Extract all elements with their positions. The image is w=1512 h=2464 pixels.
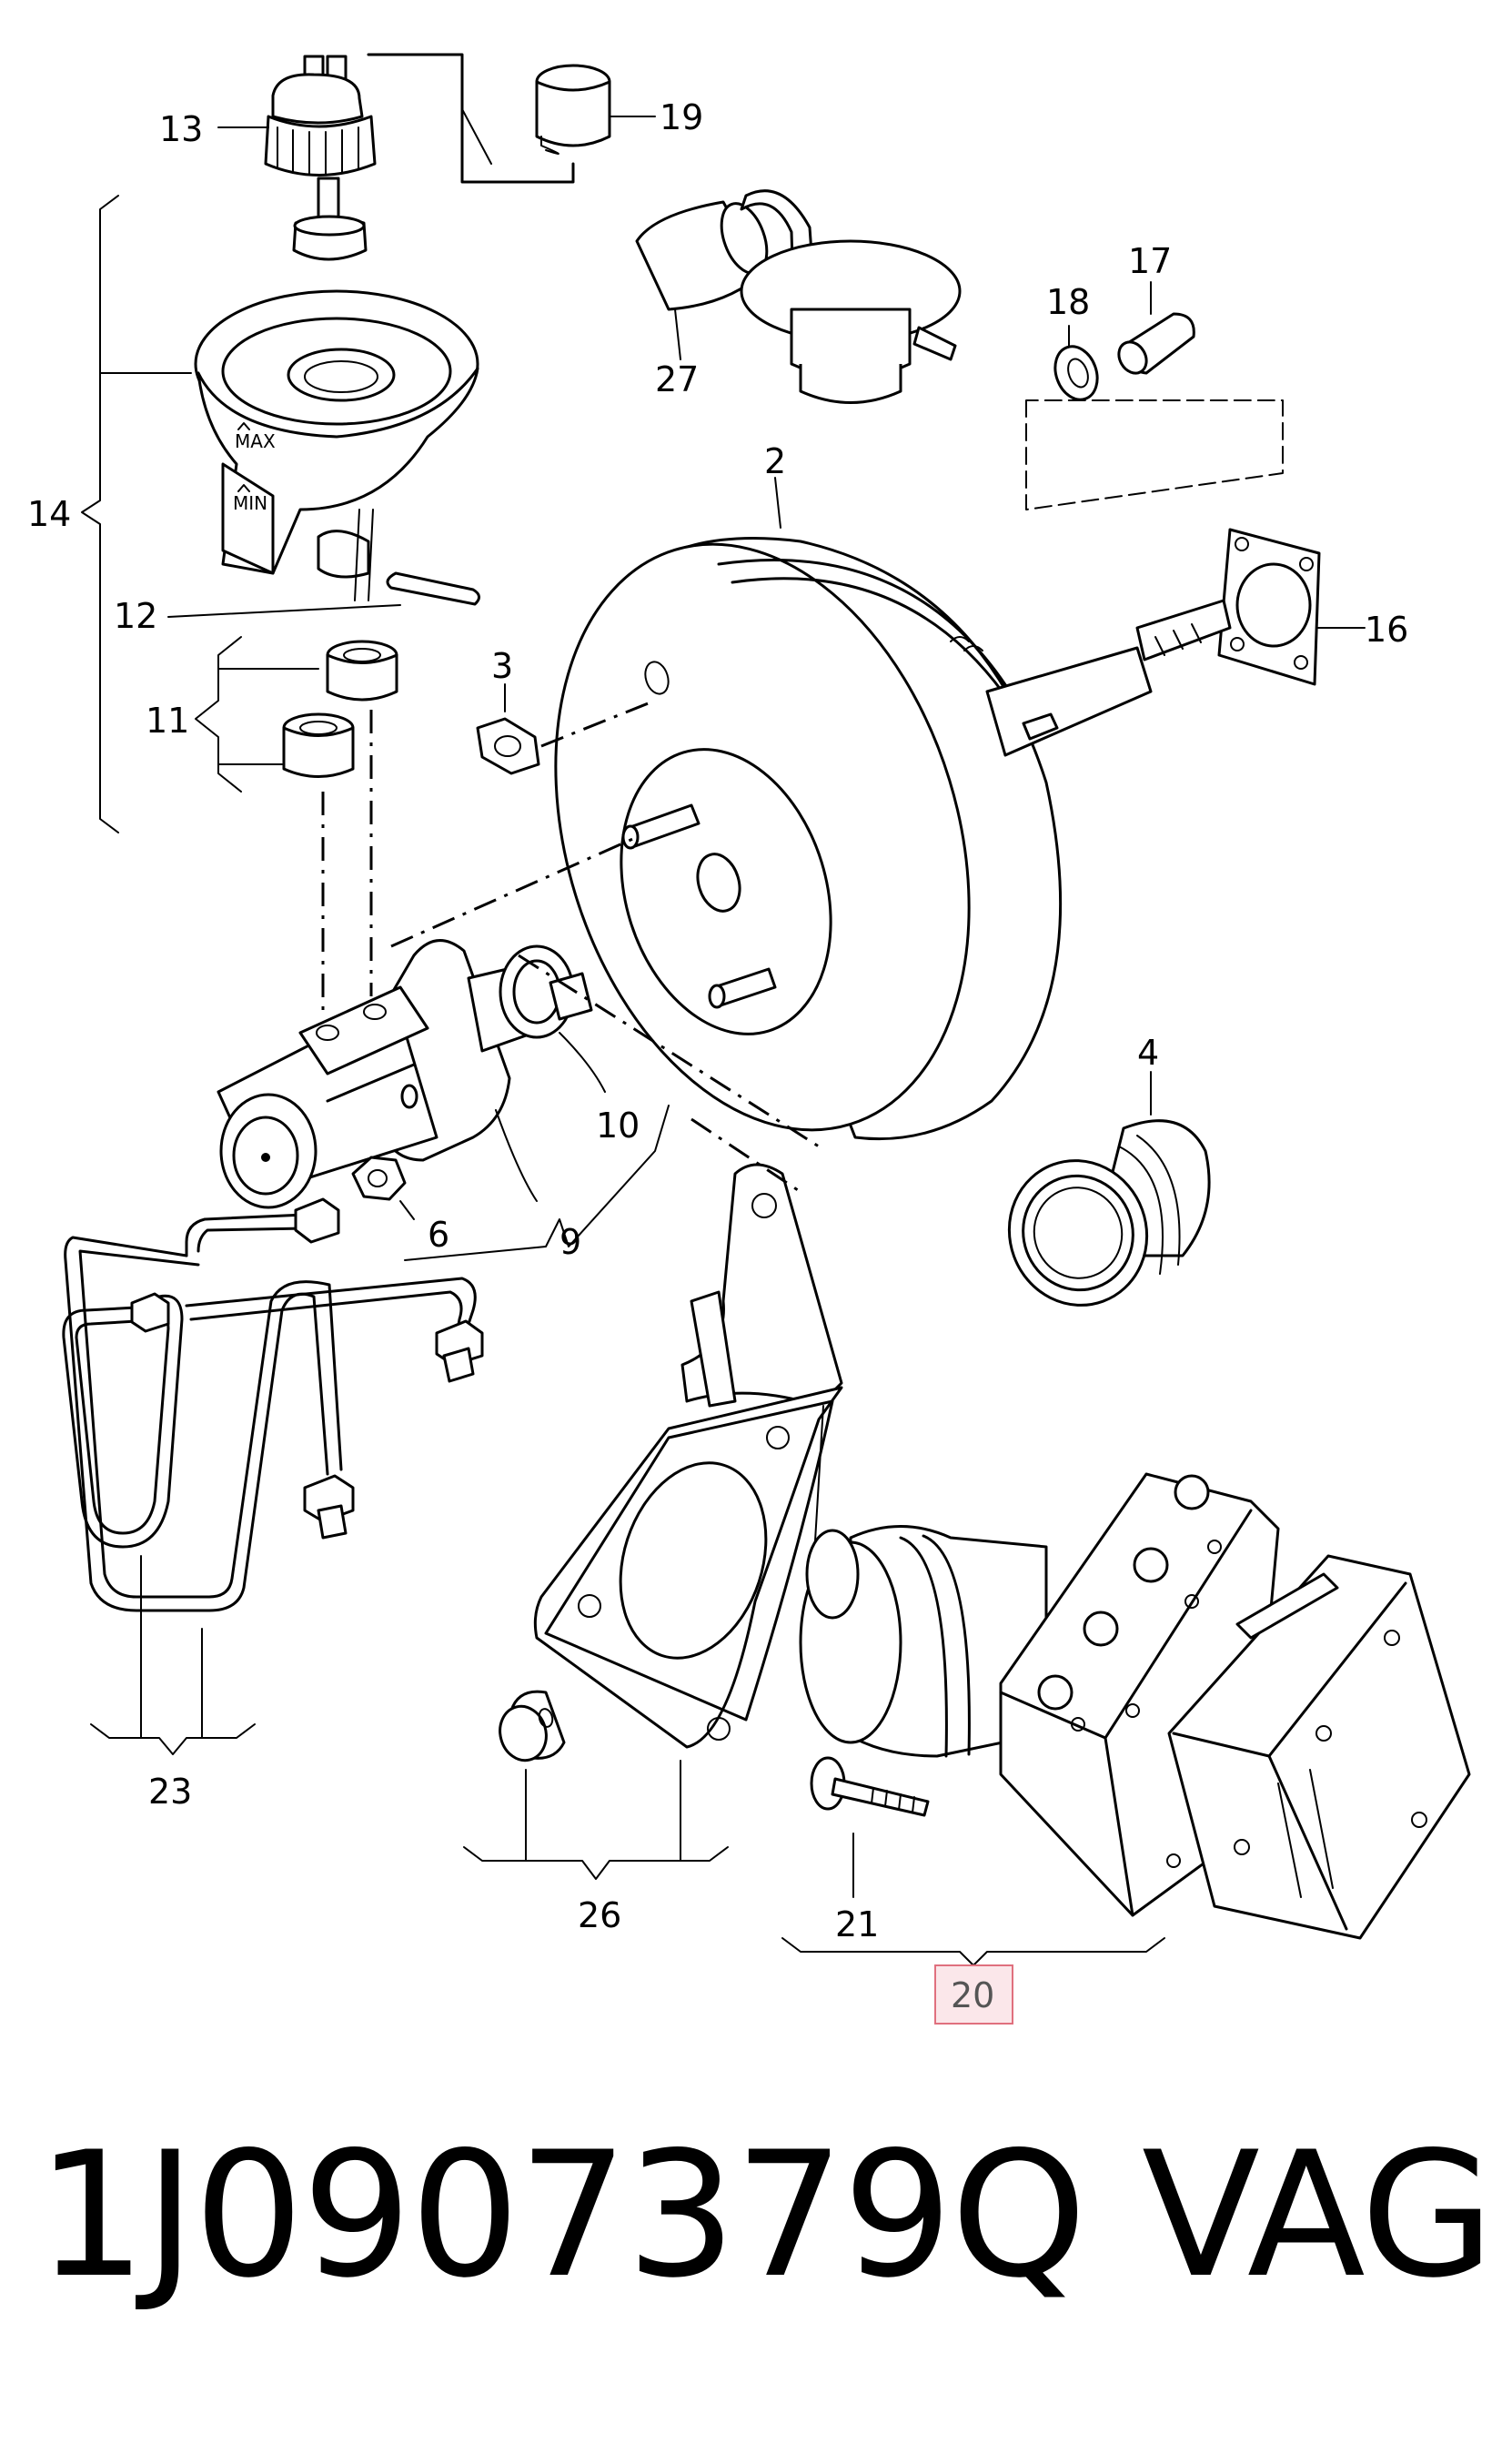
part-number: 1J0907379Q bbox=[36, 2115, 1087, 2316]
callout-20-highlight: 20 bbox=[934, 1964, 1013, 2025]
part-label: 1J0907379Q VAG bbox=[36, 2115, 1495, 2384]
part-18-washer bbox=[1053, 345, 1099, 401]
part-9-master-cylinder bbox=[217, 939, 593, 1209]
callout-11: 11 bbox=[146, 701, 189, 741]
callout-10: 10 bbox=[596, 1106, 640, 1146]
part-23-brake-lines bbox=[62, 1197, 484, 1612]
callout-12: 12 bbox=[114, 596, 157, 636]
part-4-protective-boot bbox=[1007, 1119, 1211, 1307]
svg-text:MAX: MAX bbox=[235, 430, 276, 452]
callout-9: 9 bbox=[559, 1222, 581, 1262]
part-26-rubber-mount bbox=[499, 1690, 566, 1762]
callout-23: 23 bbox=[148, 1772, 192, 1812]
part-19-cap-cover bbox=[535, 64, 611, 155]
part-16-gasket bbox=[1217, 528, 1321, 686]
part-21-bolt bbox=[810, 1756, 930, 1817]
callout-14: 14 bbox=[27, 494, 71, 534]
callout-26: 26 bbox=[578, 1895, 621, 1935]
callout-18: 18 bbox=[1046, 282, 1090, 322]
part-6-nut bbox=[351, 1156, 407, 1201]
callout-4: 4 bbox=[1137, 1033, 1159, 1073]
callout-17: 17 bbox=[1128, 241, 1172, 281]
part-26-mounting-bracket bbox=[533, 1163, 843, 1749]
callout-3: 3 bbox=[491, 646, 513, 686]
brand-name: VAG bbox=[1142, 2115, 1495, 2316]
part-3-nut bbox=[476, 717, 540, 775]
part-27-vacuum-valve bbox=[635, 189, 962, 404]
callout-16: 16 bbox=[1365, 610, 1408, 650]
part-20-abs-hydraulic-unit bbox=[799, 1472, 1471, 1940]
part-11-seals bbox=[282, 640, 398, 778]
svg-text:MIN: MIN bbox=[233, 492, 267, 514]
callout-19: 19 bbox=[660, 97, 703, 137]
part-13-reservoir-cap bbox=[264, 55, 377, 261]
part-2-brake-booster bbox=[554, 537, 1232, 1141]
callout-6: 6 bbox=[428, 1215, 449, 1255]
callout-27: 27 bbox=[655, 359, 699, 399]
callout-20: 20 bbox=[951, 1975, 994, 2015]
callout-21: 21 bbox=[835, 1904, 879, 1944]
part-14-brake-fluid-reservoir: MAX MIN bbox=[194, 289, 479, 601]
part-12-retaining-pin bbox=[386, 571, 480, 606]
callout-2: 2 bbox=[764, 441, 786, 481]
callout-13: 13 bbox=[159, 109, 203, 149]
part-17-union-nut bbox=[1117, 312, 1195, 375]
